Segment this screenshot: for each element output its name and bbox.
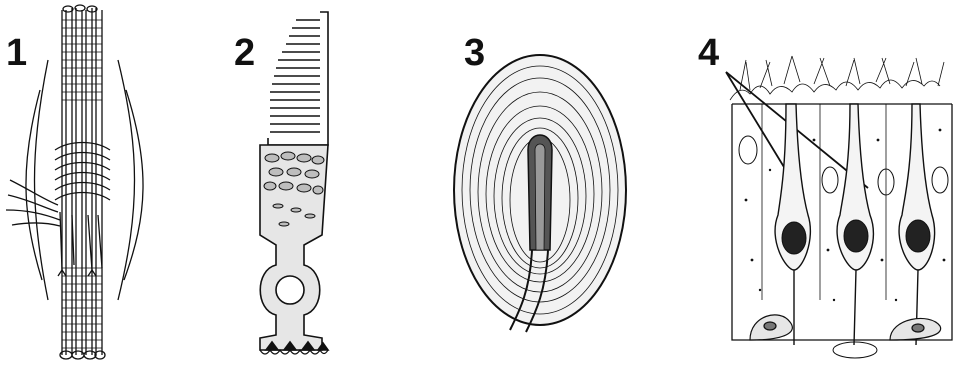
panel-pacinian-corpuscle: 3 xyxy=(440,0,640,365)
muscle-spindle-icon xyxy=(0,0,200,365)
olfactory-epithelium-icon xyxy=(690,0,955,365)
panel-olfactory-epithelium: 4 xyxy=(690,0,955,365)
photoreceptor-rod-cell-icon xyxy=(200,0,400,365)
pacinian-corpuscle-icon xyxy=(440,0,640,365)
panel-rod-cell: 2 xyxy=(200,0,400,365)
panel-muscle-spindle: 1 xyxy=(0,0,200,365)
